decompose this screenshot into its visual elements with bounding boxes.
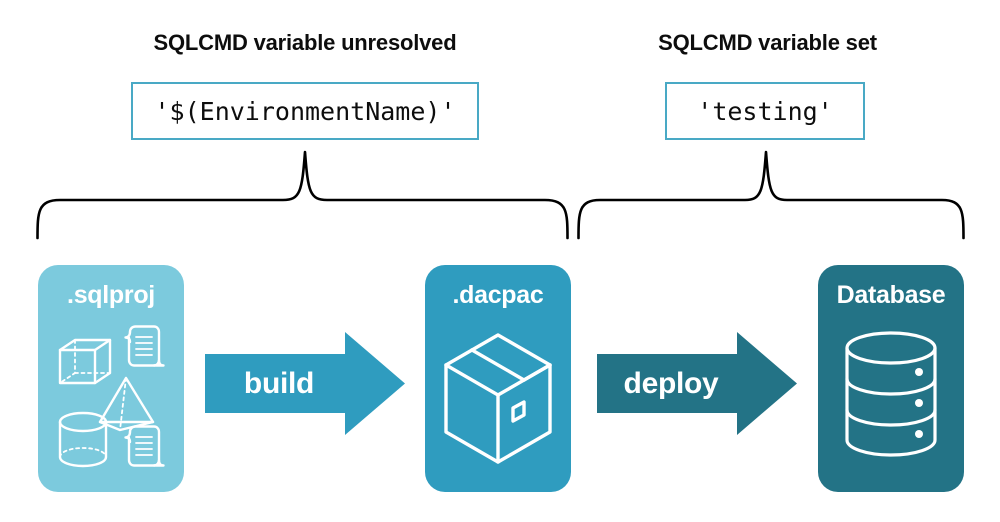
heading-sqlcmd-variable-unresolved: SQLCMD variable unresolved xyxy=(153,30,457,55)
stage-box-dacpac: .dacpac xyxy=(425,265,571,492)
stage-label-dacpac: .dacpac xyxy=(452,281,544,309)
stage-box-sqlproj: .sqlproj xyxy=(38,265,184,492)
stage-label-database: Database xyxy=(836,281,946,309)
database-cylinder-icon xyxy=(845,331,937,457)
arrow-deploy-shape xyxy=(597,332,797,435)
brace-right-icon xyxy=(577,150,965,240)
arrow-deploy-label: deploy xyxy=(623,366,719,400)
arrow-build-shape xyxy=(205,332,405,435)
arrow-build-label: build xyxy=(243,366,315,400)
package-box-icon xyxy=(444,333,552,464)
arrow-build: build xyxy=(205,332,405,435)
arrow-deploy: deploy xyxy=(597,332,797,435)
code-box-environment-name-unresolved: '$(EnvironmentName)' xyxy=(131,82,479,140)
sql-project-objects-icon xyxy=(58,325,165,468)
brace-left-icon xyxy=(36,150,569,240)
stage-box-database: Database xyxy=(818,265,964,492)
code-box-environment-name-set: 'testing' xyxy=(665,82,865,140)
heading-sqlcmd-variable-set: SQLCMD variable set xyxy=(658,30,877,55)
stage-label-sqlproj: .sqlproj xyxy=(67,281,155,309)
